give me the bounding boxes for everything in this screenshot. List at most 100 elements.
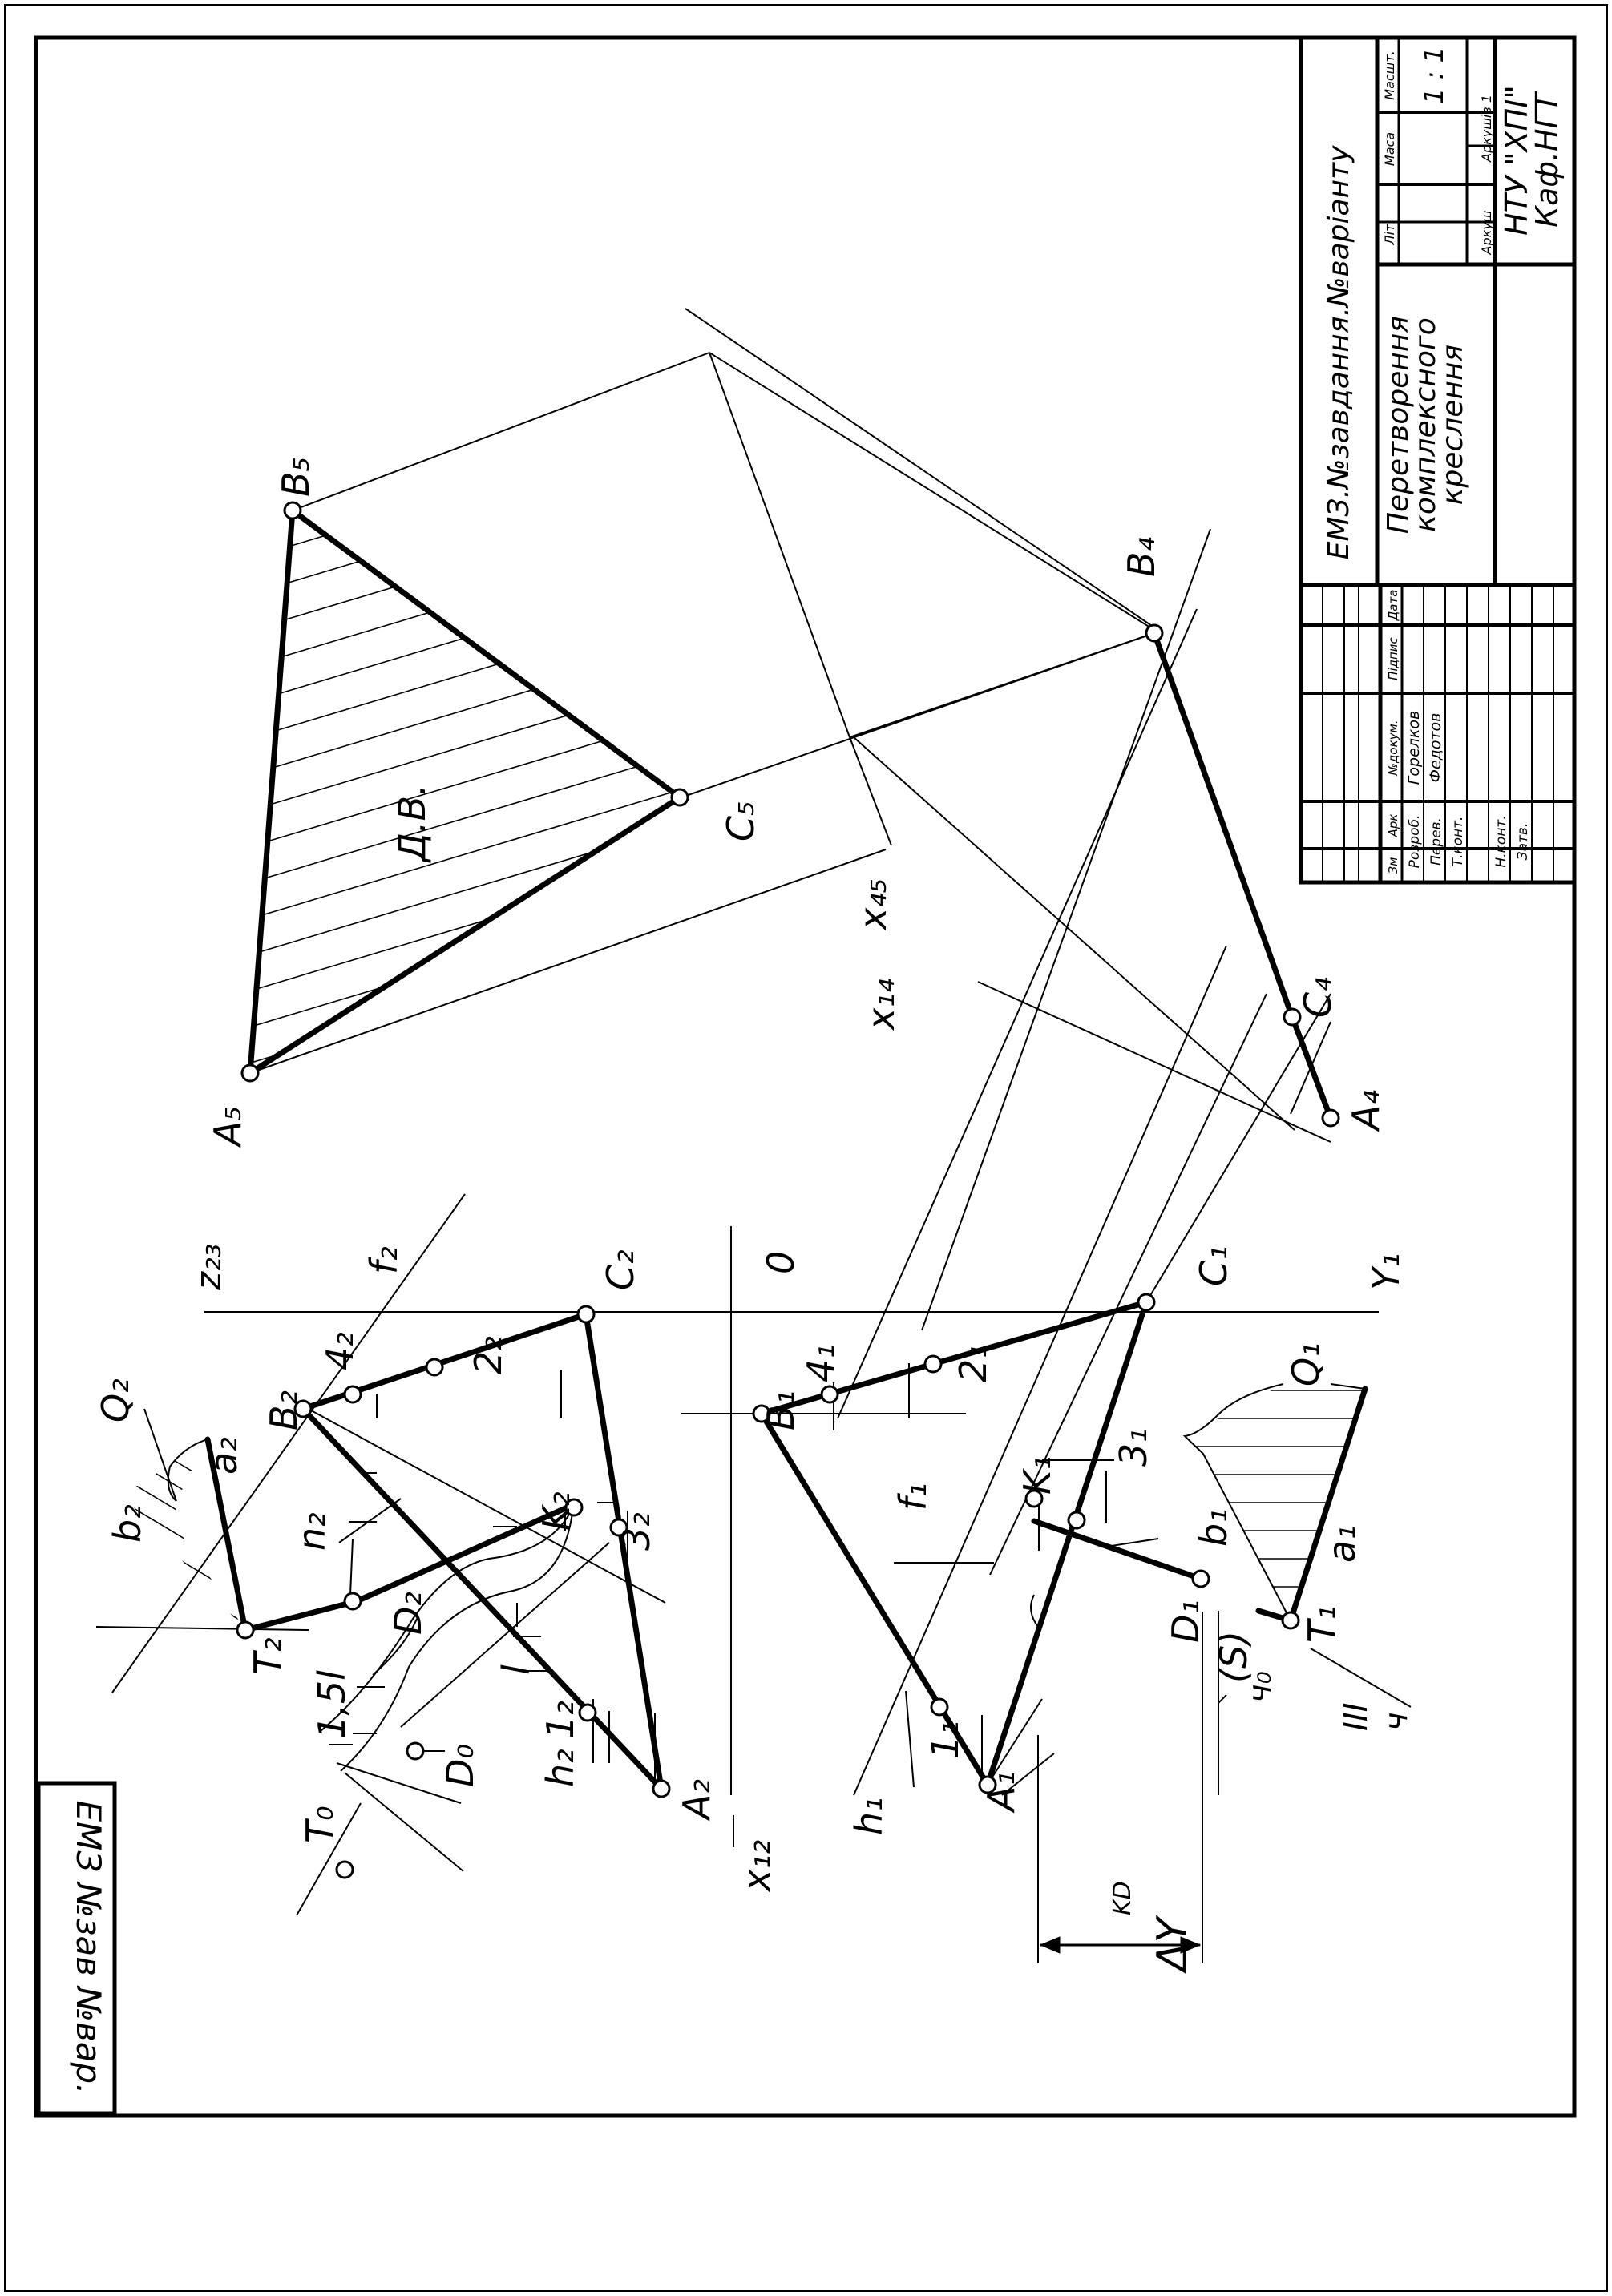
point-t2 [236, 1620, 255, 1640]
point-d2 [343, 1592, 362, 1611]
label-b5: B₅ [274, 457, 317, 497]
label-t0: T₀ [298, 1806, 341, 1843]
label-f1: f₁ [891, 1483, 935, 1511]
label-a1: A₁ [980, 1771, 1023, 1814]
point-k2 [564, 1498, 584, 1517]
label-b2: b₂ [106, 1504, 149, 1543]
header-mass: Маса [1382, 132, 1397, 166]
label-q1: Q₁ [1284, 1342, 1327, 1386]
sheets-label: Аркушів 1 [1479, 95, 1494, 163]
label-c1: C₁ [1192, 1245, 1235, 1286]
label-x14: x₁₄ [859, 979, 903, 1031]
role-0: Розроб. [1407, 815, 1423, 869]
stamp-corner: ЕМЗ №зав №вар. [36, 1781, 117, 2116]
outer-border [4, 4, 1608, 2292]
point-2-2 [425, 1358, 444, 1377]
point-t0 [335, 1860, 354, 1879]
point-c1 [1137, 1293, 1156, 1312]
label-1-1: 1₁ [923, 1721, 967, 1759]
label-3-1: 3₁ [1112, 1428, 1155, 1467]
name-0: Горелков [1405, 711, 1423, 785]
point-c5 [670, 788, 689, 807]
title-line-2: комплексного [1409, 317, 1442, 532]
role-4: Н.конт. [1493, 815, 1509, 867]
col-date: Дата [1386, 590, 1400, 622]
label-f2: f₂ [362, 1246, 406, 1274]
label-dv: Д.В. [390, 784, 434, 863]
dy-dimension [1039, 1936, 1202, 1954]
label-4-1: 4₁ [799, 1344, 842, 1382]
label-s: (S) [1212, 1631, 1255, 1683]
point-a2 [652, 1779, 671, 1798]
label-1-5l: 1,5l [310, 1670, 354, 1739]
label-c5: C₅ [719, 801, 762, 841]
role-2: Т.конт. [1450, 817, 1466, 867]
label-origin: 0 [759, 1251, 802, 1274]
point-c4 [1283, 1007, 1302, 1027]
col-doc: №докум. [1386, 720, 1400, 776]
brace-curves [320, 1506, 1039, 1772]
label-a-2: a₂ [202, 1437, 245, 1475]
inner-frame [34, 35, 1577, 2118]
col-sign: Підпис [1386, 636, 1400, 680]
org-line-2: Каф.НГТ [1529, 91, 1565, 228]
label-h1: h₁ [847, 1797, 891, 1835]
label-y1: Y₁ [1364, 1253, 1408, 1290]
label-b1: B₁ [759, 1390, 802, 1430]
col-zm: Зм [1386, 857, 1400, 874]
title-block [1299, 35, 1577, 885]
label-b-2: B₂ [262, 1390, 305, 1430]
label-x45: x₄₅ [851, 878, 895, 931]
title-line-1: Перетворення [1382, 316, 1415, 534]
label-a4: A₄ [1344, 1090, 1388, 1132]
point-d0 [406, 1741, 425, 1761]
label-dy-sub: KD [1109, 1881, 1137, 1915]
point-4-1 [820, 1385, 839, 1404]
stamp-code: ЕМЗ №зав №вар. [69, 1800, 108, 2094]
label-d0: D₀ [438, 1744, 482, 1787]
label-ch: ч [1378, 1712, 1415, 1731]
label-c4: C₄ [1296, 977, 1339, 1018]
point-a1 [978, 1775, 997, 1794]
point-markers [236, 501, 1340, 1879]
label-one2: 1₂ [539, 1701, 582, 1739]
plane-outlines [143, 1383, 1366, 1621]
scale-value: 1 : 1 [1419, 46, 1449, 104]
label-a-1: a₁ [1320, 1525, 1364, 1563]
label-a2: A₂ [675, 1779, 718, 1822]
org-line-1: НТУ "ХПІ" [1499, 85, 1534, 236]
point-1-2 [578, 1703, 597, 1722]
label-t1: T₁ [1300, 1605, 1343, 1643]
point-labels: T₀ x₁₂ h₂ A₂ D₀ 1₂ 1,5l T₂ l D₂ n₂ K₂ 3₂… [94, 457, 1415, 1975]
point-1-1 [930, 1697, 949, 1717]
hatch-dv [250, 510, 680, 1073]
label-n2: n₂ [290, 1512, 333, 1551]
label-x12: x₁₂ [735, 1840, 778, 1893]
name-1: Федотов [1427, 713, 1444, 783]
label-d2: D₂ [386, 1592, 430, 1635]
label-t2: T₂ [246, 1637, 289, 1675]
point-b1 [752, 1404, 771, 1423]
label-2-1: 2₁ [951, 1344, 995, 1382]
label-dy: ΔY [1149, 1914, 1197, 1975]
point-4-2 [343, 1385, 362, 1404]
label-3-2: 3₂ [615, 1512, 658, 1551]
label-z23: z₂₃ [188, 1244, 229, 1291]
point-a4 [1321, 1108, 1340, 1128]
label-d1: D₁ [1164, 1600, 1207, 1643]
label-a5: A₅ [206, 1106, 249, 1148]
point-a5 [240, 1063, 260, 1083]
point-3-1 [1067, 1511, 1086, 1530]
point-b4 [1145, 623, 1164, 643]
point-b2 [293, 1399, 313, 1418]
role-1: Перев. [1428, 817, 1444, 866]
point-d1 [1191, 1569, 1210, 1588]
label-b-1: b₁ [1192, 1508, 1235, 1547]
label-b4: B₄ [1120, 537, 1163, 577]
point-t1 [1281, 1611, 1300, 1630]
point-c2 [576, 1305, 596, 1324]
sheet-label: Аркуш [1479, 210, 1494, 255]
label-k1: K₁ [1016, 1455, 1059, 1495]
role-5: Затв. [1515, 823, 1531, 861]
